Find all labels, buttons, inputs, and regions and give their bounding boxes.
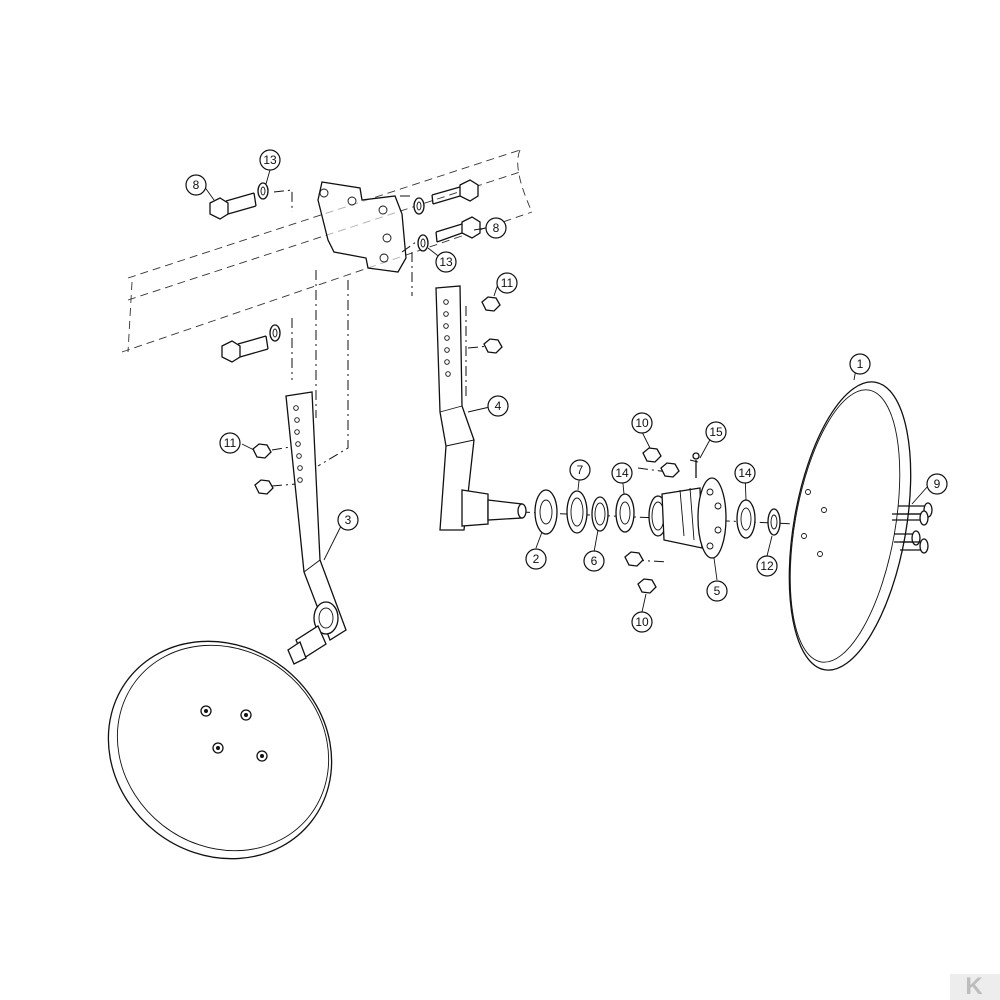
svg-text:13: 13 [439, 255, 453, 269]
bearing-14-outer [736, 499, 756, 539]
callout-13-bottom: 13 [435, 251, 457, 273]
stub-shaft-4 [461, 489, 527, 527]
mounting-bracket [317, 181, 407, 273]
svg-text:9: 9 [934, 477, 941, 491]
disc-left-bolts [200, 705, 268, 762]
callout-8-left: 8 [185, 174, 207, 196]
nuts-11 [252, 296, 503, 495]
svg-text:13: 13 [263, 153, 277, 167]
svg-text:12: 12 [760, 559, 774, 573]
bearing-14-inner [615, 493, 635, 533]
svg-text:7: 7 [577, 463, 584, 477]
callout-9: 9 [926, 473, 948, 495]
callout-3: 3 [337, 509, 359, 531]
svg-text:10: 10 [635, 416, 649, 430]
ring-6 [591, 496, 609, 532]
washer-12 [767, 508, 781, 536]
callout-11-left: 11 [219, 432, 241, 454]
callout-14-left: 14 [611, 462, 633, 484]
bolt-right-top [431, 179, 479, 205]
svg-text:15: 15 [709, 425, 723, 439]
grease-nipple-15 [692, 452, 700, 478]
svg-text:11: 11 [224, 436, 237, 450]
callout-15: 15 [705, 421, 727, 443]
svg-text:14: 14 [738, 466, 752, 480]
washer-13-c [417, 234, 429, 252]
svg-text:2: 2 [533, 552, 540, 566]
callout-10-bottom: 10 [631, 611, 653, 633]
bolt-left-top [209, 192, 257, 220]
callout-10-top: 10 [631, 412, 653, 434]
callout-13-top: 13 [259, 149, 281, 171]
callout-11-right: 11 [496, 272, 518, 294]
svg-text:14: 14 [615, 466, 629, 480]
svg-text:5: 5 [714, 584, 721, 598]
callout-7: 7 [569, 459, 591, 481]
svg-text:3: 3 [345, 513, 352, 527]
callout-1: 1 [849, 353, 871, 375]
bolts-9 [892, 502, 933, 554]
disc-left [107, 640, 333, 860]
callout-14-right: 14 [734, 462, 756, 484]
arm-4 [435, 285, 475, 531]
callout-12: 12 [756, 555, 778, 577]
seal-2 [534, 489, 558, 535]
ring-7 [566, 490, 588, 534]
hub-5 [661, 477, 727, 559]
svg-text:10: 10 [635, 615, 649, 629]
bolt-left-bottom [221, 335, 269, 363]
svg-text:8: 8 [493, 221, 500, 235]
callout-2: 2 [525, 548, 547, 570]
svg-text:1: 1 [857, 357, 864, 371]
washer-13-d [269, 324, 281, 342]
washer-13-a [257, 182, 269, 200]
callout-4: 4 [487, 395, 509, 417]
nuts-10 [624, 447, 680, 594]
callout-6: 6 [583, 550, 605, 572]
svg-text:K: K [965, 973, 983, 1000]
washer-13-b [413, 197, 425, 215]
bolt-right-mid [435, 216, 481, 243]
frame-beam [121, 149, 533, 353]
svg-text:6: 6 [591, 554, 598, 568]
disc-right [788, 381, 912, 671]
arm-3 [285, 391, 347, 641]
svg-text:4: 4 [495, 399, 502, 413]
brand-logo: K [950, 973, 1000, 1000]
stub-shaft-3 [287, 601, 339, 665]
svg-text:8: 8 [193, 178, 200, 192]
callout-8-right: 8 [485, 217, 507, 239]
svg-text:11: 11 [501, 276, 514, 290]
callout-5: 5 [706, 580, 728, 602]
